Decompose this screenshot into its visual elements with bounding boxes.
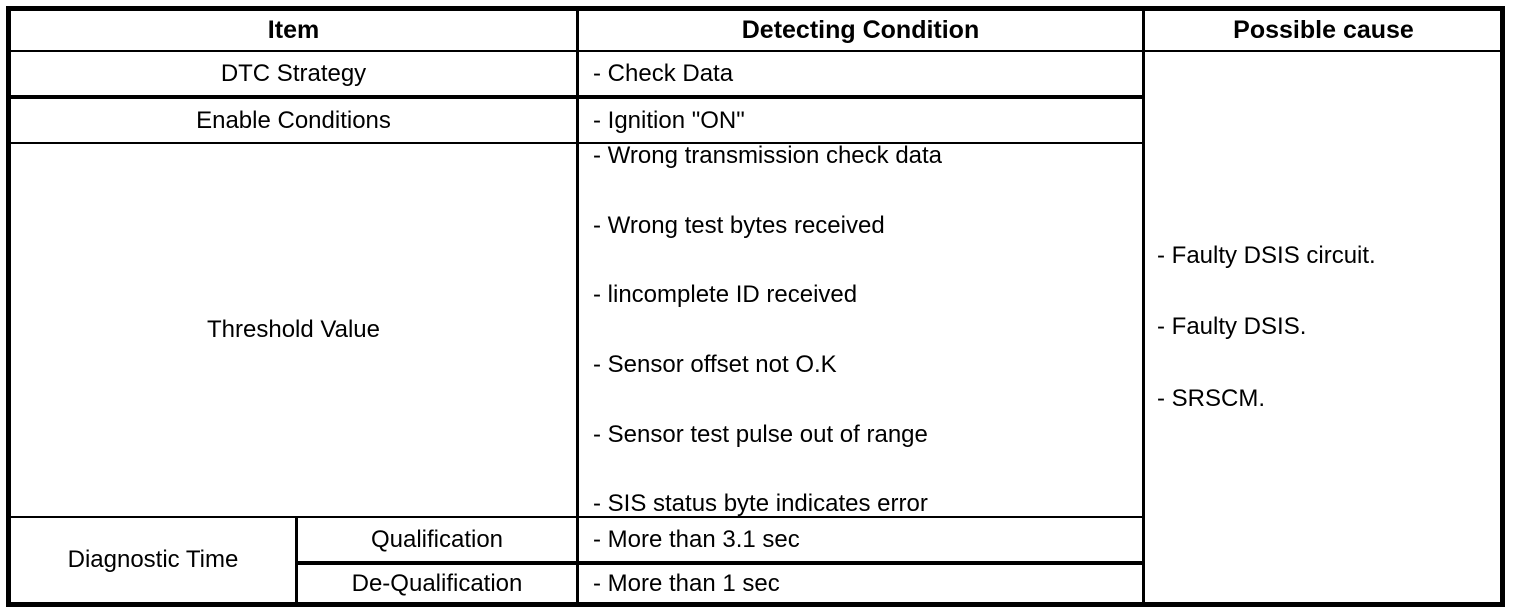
cell-item-threshold-value: Threshold Value (11, 144, 576, 516)
list-item: - lincomplete ID received (593, 281, 858, 309)
column-rule-detecting-possible (1142, 11, 1145, 602)
cell-subitem-de-qualification: De-Qualification (298, 565, 576, 602)
possible-cause-list: - Faulty DSIS circuit. - Faulty DSIS. - … (1157, 242, 1502, 413)
list-item: - Sensor offset not O.K (593, 351, 837, 378)
row-rule-enable-conditions (11, 142, 1142, 144)
cell-item-threshold-value-label: Threshold Value (207, 316, 380, 344)
list-item: - Wrong test bytes received (593, 211, 885, 239)
cell-condition-threshold-value: - Wrong transmission check data - Wrong … (579, 144, 1142, 516)
header-item-label: Item (267, 16, 320, 45)
cell-condition-dtc-strategy-label: - Check Data (593, 59, 734, 87)
cell-item-enable-conditions-label: Enable Conditions (196, 106, 391, 134)
cell-item-dtc-strategy: DTC Strategy (11, 52, 576, 95)
cell-condition-qualification-label: - More than 3.1 sec (593, 525, 800, 553)
row-rule-header (11, 50, 1142, 52)
cell-subitem-de-qualification-label: De-Qualification (351, 569, 523, 597)
diagnostic-trouble-code-table: Item Detecting Condition Possible cause … (6, 6, 1505, 607)
cell-subitem-qualification-label: Qualification (370, 525, 504, 553)
cell-possible-cause: - Faulty DSIS circuit. - Faulty DSIS. - … (1145, 52, 1502, 602)
row-rule-threshold-value (11, 516, 1142, 518)
list-item: - Sensor test pulse out of range (593, 420, 928, 448)
cell-condition-enable-conditions: - Ignition "ON" (579, 99, 1142, 142)
cell-item-diagnostic-time: Diagnostic Time (11, 518, 295, 602)
header-item: Item (11, 11, 576, 50)
cell-item-diagnostic-time-label: Diagnostic Time (67, 546, 239, 574)
cell-condition-qualification: - More than 3.1 sec (579, 518, 1142, 561)
cell-item-dtc-strategy-label: DTC Strategy (220, 59, 367, 87)
cell-condition-de-qualification: - More than 1 sec (579, 565, 1142, 602)
cell-condition-de-qualification-label: - More than 1 sec (593, 569, 780, 597)
column-rule-diagnostic-subcolumn (295, 516, 298, 602)
header-possible-cause-label: Possible cause (1233, 16, 1414, 45)
column-rule-item-detecting (576, 11, 579, 602)
header-detecting-condition-label: Detecting Condition (741, 16, 980, 45)
list-item: - SIS status byte indicates error (593, 490, 928, 516)
header-possible-cause: Possible cause (1145, 11, 1502, 50)
list-item: - Faulty DSIS. (1157, 313, 1307, 341)
cell-item-enable-conditions: Enable Conditions (11, 99, 576, 142)
row-rule-dtc-strategy (11, 95, 1142, 99)
cell-subitem-qualification: Qualification (298, 518, 576, 561)
header-detecting-condition: Detecting Condition (579, 11, 1142, 50)
cell-condition-enable-conditions-label: - Ignition "ON" (593, 106, 745, 134)
threshold-condition-list: - Wrong transmission check data - Wrong … (593, 144, 1142, 516)
cell-condition-dtc-strategy: - Check Data (579, 52, 1142, 95)
row-rule-header-possible-cause (1145, 50, 1502, 52)
row-rule-qualification (295, 561, 1142, 565)
list-item: - SRSCM. (1157, 384, 1265, 412)
list-item: - Faulty DSIS circuit. (1157, 241, 1376, 269)
list-item: - Wrong transmission check data (593, 144, 943, 170)
